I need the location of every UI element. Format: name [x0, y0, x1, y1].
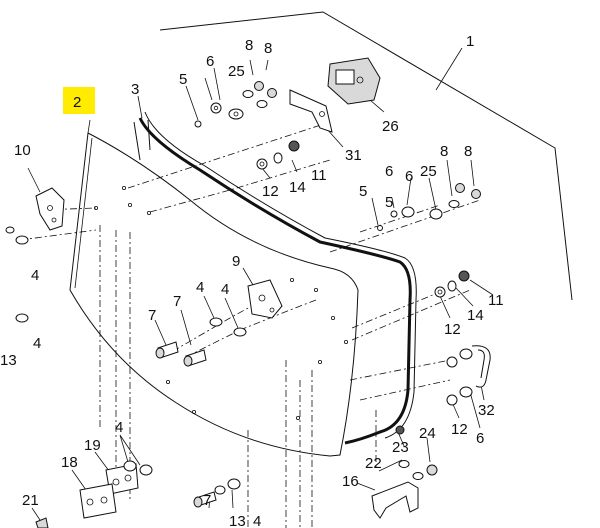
leader-lines	[27, 47, 494, 521]
callout-12: 12	[262, 183, 279, 200]
callout-25: 25	[228, 63, 245, 80]
panel-seal	[133, 111, 417, 445]
callout-14: 14	[289, 179, 306, 196]
callout-4: 4	[33, 335, 41, 352]
callout-4: 4	[115, 419, 123, 436]
highlight-box	[63, 87, 95, 114]
callout-1: 1	[466, 33, 474, 50]
callout-10: 10	[14, 142, 31, 159]
callout-4: 4	[196, 279, 204, 296]
callout-25: 25	[420, 163, 437, 180]
callout-23: 23	[392, 439, 409, 456]
callout-6: 6	[385, 163, 393, 180]
callout-8: 8	[264, 40, 272, 57]
alignment-lines	[19, 121, 481, 528]
callout-6: 6	[405, 168, 413, 185]
callout-13: 13	[0, 352, 17, 369]
callout-11: 11	[311, 167, 327, 184]
callout-3: 3	[131, 81, 139, 98]
callout-22: 22	[365, 455, 382, 472]
callout-31: 31	[345, 147, 362, 164]
callout-2-highlighted: 2	[73, 94, 81, 111]
callout-7: 7	[203, 492, 211, 509]
callout-7: 7	[148, 307, 156, 324]
callout-14: 14	[467, 307, 484, 324]
callout-16: 16	[342, 473, 359, 490]
callout-8: 8	[440, 143, 448, 160]
callout-5: 5	[385, 194, 393, 211]
callout-12: 12	[444, 321, 461, 338]
callout-6: 6	[206, 53, 214, 70]
window-panel	[69, 132, 359, 457]
callout-5: 5	[179, 71, 187, 88]
callout-4: 4	[253, 513, 261, 528]
callout-18: 18	[61, 454, 78, 471]
callout-6: 6	[476, 430, 484, 447]
callout-21: 21	[22, 492, 39, 509]
callout-8: 8	[245, 37, 253, 54]
callout-8: 8	[464, 143, 472, 160]
callout-13: 13	[229, 513, 246, 528]
callout-4: 4	[31, 267, 39, 284]
callout-5: 5	[359, 183, 367, 200]
callout-19: 19	[84, 437, 101, 454]
callout-26: 26	[382, 118, 399, 135]
callout-9: 9	[232, 253, 240, 270]
callout-labels: 1 2 3 5 6 25 8 8 26 31 10 12 14 11 5 5 6…	[0, 33, 504, 528]
callout-24: 24	[419, 425, 436, 442]
callout-32: 32	[478, 402, 495, 419]
callout-7: 7	[173, 293, 181, 310]
callout-4: 4	[221, 281, 229, 298]
assembly-outline	[159, 11, 573, 301]
callout-12: 12	[451, 421, 468, 438]
hardware-parts	[5, 57, 491, 528]
callout-11: 11	[488, 292, 504, 309]
